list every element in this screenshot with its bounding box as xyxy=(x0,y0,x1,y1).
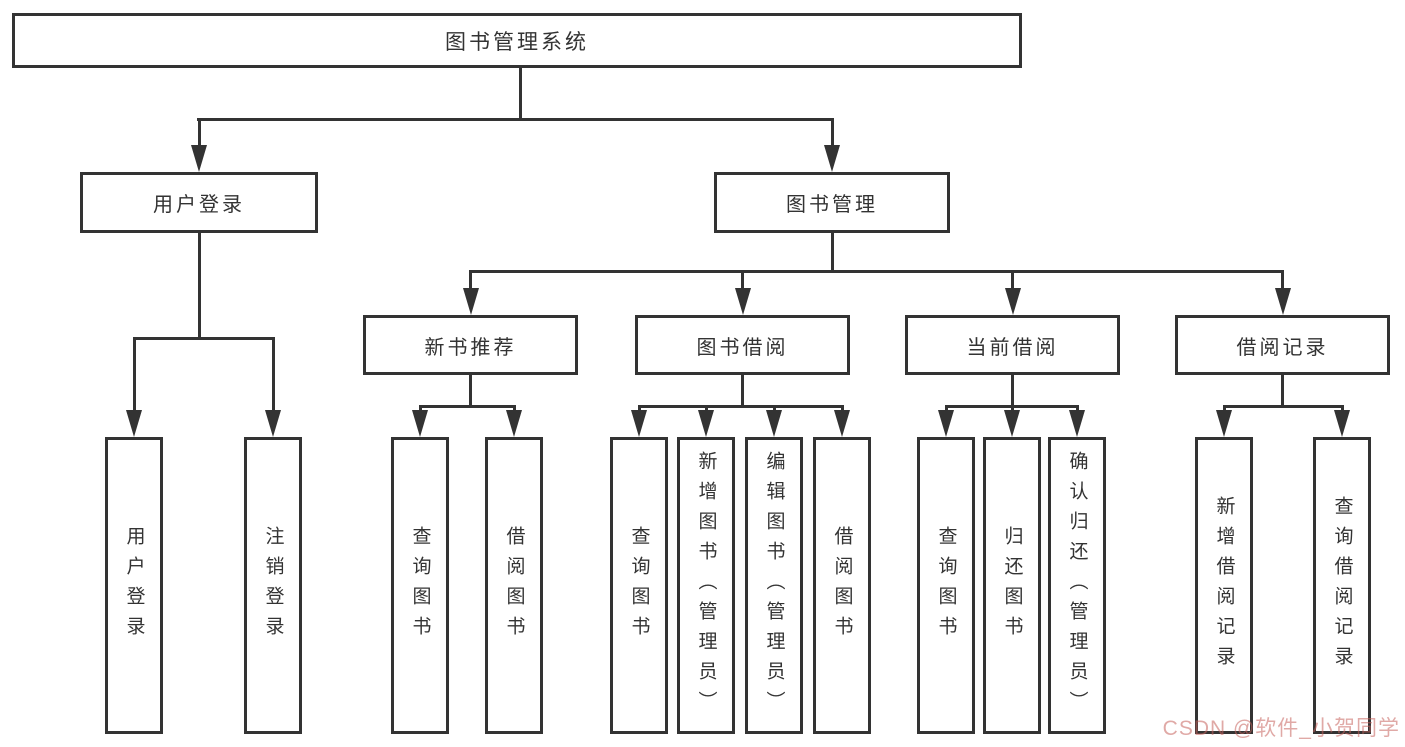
leaf-borrow-books: 借阅图书 xyxy=(813,437,871,734)
connector-line xyxy=(271,337,275,411)
arrow-down-icon xyxy=(412,410,428,437)
connector-line xyxy=(1075,405,1079,413)
leaf-add-borrow-record: 新增借阅记录 xyxy=(1195,437,1253,734)
connector-line xyxy=(418,405,516,408)
leaf-edit-book-admin: 编辑图书（管理员） xyxy=(745,437,803,734)
connector-line xyxy=(772,405,776,413)
arrow-down-icon xyxy=(1216,410,1232,437)
connector-line xyxy=(512,405,516,413)
leaf-add-book-admin: 新增图书（管理员） xyxy=(677,437,735,734)
connector-line xyxy=(1222,405,1344,408)
connector-line xyxy=(197,118,201,150)
leaf-borrow-books-recommend: 借阅图书 xyxy=(485,437,543,734)
arrow-down-icon xyxy=(265,410,281,437)
node-label: 用户登录 xyxy=(123,525,145,646)
connector-line xyxy=(1011,375,1014,408)
connector-line xyxy=(944,405,948,413)
connector-line xyxy=(132,337,275,340)
node-label: 新书推荐 xyxy=(424,336,517,359)
connector-line xyxy=(1222,405,1226,413)
node-new-book-recommend: 新书推荐 xyxy=(363,315,578,375)
arrow-down-icon xyxy=(1275,288,1291,315)
leaf-query-books-recommend: 查询图书 xyxy=(391,437,449,734)
connector-line xyxy=(741,270,744,290)
connector-line xyxy=(1340,405,1344,413)
connector-line xyxy=(469,270,1284,273)
arrow-down-icon xyxy=(506,410,522,437)
node-user-login: 用户登录 xyxy=(80,172,318,233)
connector-line xyxy=(704,405,708,413)
arrow-down-icon xyxy=(766,410,782,437)
arrow-down-icon xyxy=(735,288,751,315)
node-label: 查询图书 xyxy=(409,525,431,646)
node-label: 确认归还（管理员） xyxy=(1066,450,1088,721)
arrow-down-icon xyxy=(938,410,954,437)
node-borrow-records: 借阅记录 xyxy=(1175,315,1390,375)
arrow-down-icon xyxy=(834,410,850,437)
connector-line xyxy=(1010,405,1014,413)
connector-line xyxy=(1011,270,1014,290)
node-library-management-system: 图书管理系统 xyxy=(12,13,1022,68)
node-label: 查询图书 xyxy=(628,525,650,646)
leaf-query-books-current: 查询图书 xyxy=(917,437,975,734)
leaf-query-borrow-record: 查询借阅记录 xyxy=(1313,437,1371,734)
connector-line xyxy=(469,375,472,408)
connector-line xyxy=(840,405,844,413)
connector-line xyxy=(197,233,201,337)
arrow-down-icon xyxy=(463,288,479,315)
node-label: 查询图书 xyxy=(935,525,957,646)
connector-line xyxy=(1281,270,1284,290)
node-label: 用户登录 xyxy=(153,194,245,216)
arrow-down-icon xyxy=(1005,288,1021,315)
connector-line xyxy=(637,405,844,408)
node-label: 查询借阅记录 xyxy=(1331,495,1353,676)
node-label: 新增图书（管理员） xyxy=(695,450,717,721)
csdn-watermark: CSDN @软件_小贺同学 xyxy=(1162,717,1400,740)
connector-line xyxy=(830,233,834,273)
arrow-down-icon xyxy=(631,410,647,437)
node-label: 新增借阅记录 xyxy=(1213,495,1235,676)
arrow-down-icon xyxy=(824,145,840,172)
leaf-logout: 注销登录 xyxy=(244,437,302,734)
node-book-management: 图书管理 xyxy=(714,172,950,233)
node-label: 借阅记录 xyxy=(1236,336,1329,359)
node-label: 注销登录 xyxy=(262,525,284,646)
node-label: 借阅图书 xyxy=(503,525,525,646)
arrow-down-icon xyxy=(1334,410,1350,437)
node-current-borrow: 当前借阅 xyxy=(905,315,1120,375)
leaf-return-book: 归还图书 xyxy=(983,437,1041,734)
leaf-confirm-return-admin: 确认归还（管理员） xyxy=(1048,437,1106,734)
node-label: 归还图书 xyxy=(1001,525,1023,646)
connector-line xyxy=(519,68,522,118)
connector-line xyxy=(132,337,136,411)
arrow-down-icon xyxy=(1004,410,1020,437)
arrow-down-icon xyxy=(698,410,714,437)
connector-line xyxy=(418,405,422,413)
node-label: 图书管理系统 xyxy=(445,30,589,54)
leaf-query-books-borrow: 查询图书 xyxy=(610,437,668,734)
connector-line xyxy=(1281,375,1284,408)
node-book-borrow: 图书借阅 xyxy=(635,315,850,375)
node-label: 借阅图书 xyxy=(831,525,853,646)
node-label: 图书借阅 xyxy=(696,336,789,359)
connector-line xyxy=(741,375,744,408)
arrow-down-icon xyxy=(191,145,207,172)
leaf-user-login: 用户登录 xyxy=(105,437,163,734)
arrow-down-icon xyxy=(126,410,142,437)
node-label: 当前借阅 xyxy=(966,336,1059,359)
connector-line xyxy=(637,405,641,413)
connector-line xyxy=(197,118,833,121)
node-label: 图书管理 xyxy=(786,194,878,216)
node-label: 编辑图书（管理员） xyxy=(763,450,785,721)
connector-line xyxy=(830,118,834,150)
connector-line xyxy=(469,270,472,290)
arrow-down-icon xyxy=(1069,410,1085,437)
